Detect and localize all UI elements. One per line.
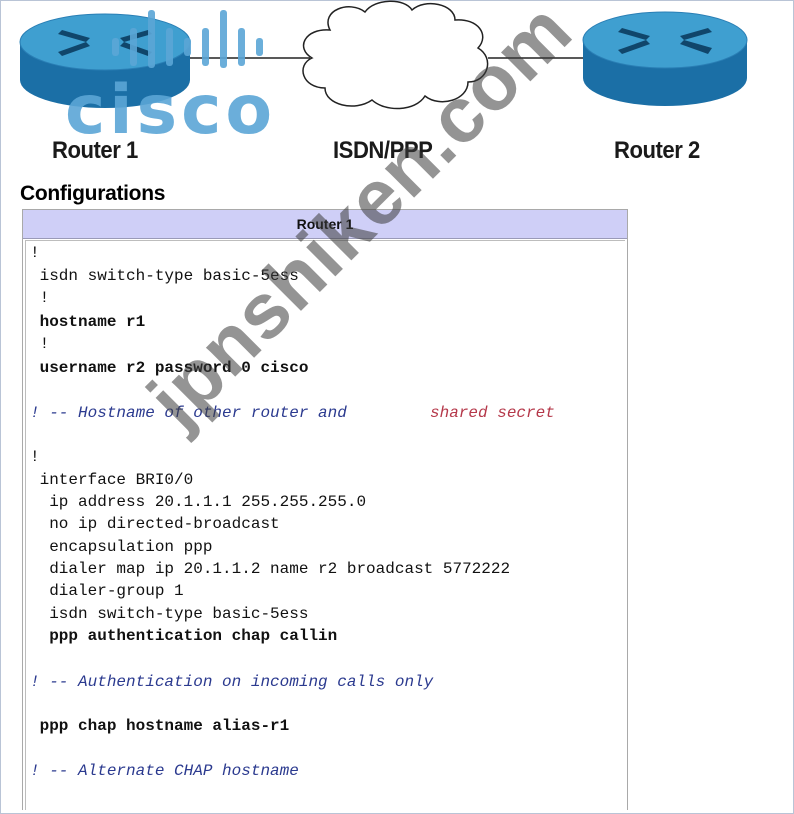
- code-line: !: [30, 244, 40, 262]
- code-line: no ip directed-broadcast: [30, 515, 280, 533]
- code-line: interface BRI0/0: [30, 471, 194, 489]
- code-line: username r2 password 0 cisco: [30, 359, 309, 377]
- code-comment-highlight: shared secret: [430, 404, 555, 422]
- code-line: ppp authentication chap callin: [30, 627, 338, 645]
- code-line: dialer map ip 20.1.1.2 name r2 broadcast…: [30, 560, 511, 578]
- code-line: ip address 20.1.1.1 255.255.255.0: [30, 493, 367, 511]
- router-2-label: Router 2: [614, 137, 700, 164]
- router-1-label: Router 1: [52, 137, 138, 164]
- isdn-cloud-icon: [302, 0, 489, 110]
- code-line: hostname r1: [30, 313, 146, 331]
- code-line: !: [30, 335, 50, 353]
- router1-config-panel: Router 1 ! isdn switch-type basic-5ess !…: [22, 209, 628, 810]
- code-comment: ! -- Hostname of other router and: [30, 404, 357, 422]
- network-diagram: [19, 0, 748, 110]
- code-line: isdn switch-type basic-5ess: [30, 605, 309, 623]
- isdn-ppp-label: ISDN/PPP: [333, 137, 433, 164]
- code-line: ppp chap hostname alias-r1: [30, 717, 290, 735]
- configurations-heading: Configurations: [20, 182, 166, 205]
- code-line: dialer-group 1: [30, 582, 184, 600]
- code-line: !: [30, 289, 50, 307]
- router-1-icon: [19, 13, 191, 108]
- code-comment: ! -- Alternate CHAP hostname: [30, 762, 299, 780]
- router-2-icon: [582, 11, 748, 106]
- panel-header: Router 1: [23, 210, 627, 239]
- config-code-area: ! isdn switch-type basic-5ess ! hostname…: [25, 240, 625, 810]
- code-line: isdn switch-type basic-5ess: [30, 267, 299, 285]
- code-comment: ! -- Authentication on incoming calls on…: [30, 673, 434, 691]
- code-line: encapsulation ppp: [30, 538, 213, 556]
- code-line: !: [30, 448, 40, 466]
